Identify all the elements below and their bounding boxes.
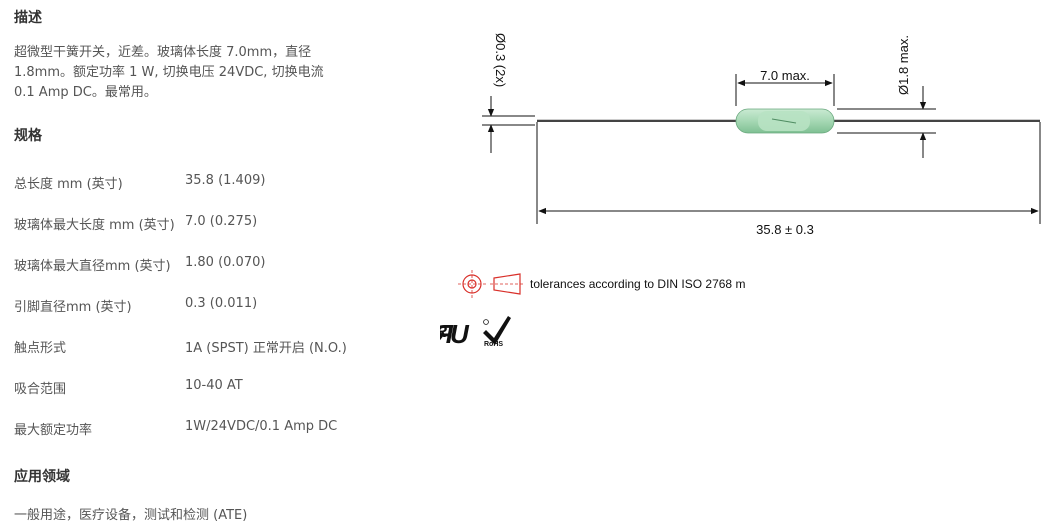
spec-label: 引脚直径mm (英寸) — [14, 300, 132, 315]
spec-row: 玻璃体最大长度 mm (英寸) 7.0 (0.275) — [14, 214, 434, 234]
glass-diameter-label: Ø1.8 max. — [896, 35, 911, 95]
spec-row: 触点形式 1A (SPST) 正常开启 (N.O.) — [14, 337, 434, 357]
specs-heading: 规格 — [14, 128, 42, 144]
description-line-2: 1.8mm。额定功率 1 W, 切换电压 24VDC, 切换电流 — [14, 65, 324, 80]
spec-row: 吸合范围 10-40 AT — [14, 378, 434, 398]
spec-value: 10-40 AT — [185, 378, 243, 393]
spec-row: 引脚直径mm (英寸) 0.3 (0.011) — [14, 296, 434, 316]
lead-diameter-label: Ø0.3 (2x) — [493, 33, 508, 87]
glass-length-label: 7.0 max. — [760, 68, 810, 83]
spec-value: 7.0 (0.275) — [185, 214, 258, 229]
reed-switch-drawing: Ø0.3 (2x) 7.0 max. Ø1.8 max. 35.8 ± 0.3 … — [440, 33, 1041, 349]
rohs-label: RoHS — [484, 341, 503, 348]
spec-value: 0.3 (0.011) — [185, 296, 258, 311]
projection-symbol-icon — [458, 270, 524, 298]
spec-label: 玻璃体最大长度 mm (英寸) — [14, 218, 175, 233]
spec-label: 吸合范围 — [14, 382, 67, 397]
svg-text:ᴿ: ᴿ — [440, 322, 447, 349]
spec-label: 触点形式 — [14, 341, 67, 356]
applications-text: 一般用途，医疗设备，测试和检测 (ATE) — [14, 508, 248, 523]
svg-text:ЯU: ЯU — [440, 319, 470, 349]
spec-value: 1A (SPST) 正常开启 (N.O.) — [185, 341, 347, 356]
overall-length-label: 35.8 ± 0.3 — [756, 222, 814, 237]
spec-row: 最大额定功率 1W/24VDC/0.1 Amp DC — [14, 419, 434, 439]
description-line-1: 超微型干簧开关，近差。玻璃体长度 7.0mm，直径 — [14, 45, 312, 60]
spec-label: 总长度 mm (英寸) — [14, 177, 123, 192]
spec-label: 最大额定功率 — [14, 423, 93, 438]
description-text: 超微型干簧开关，近差。玻璃体长度 7.0mm，直径 1.8mm。额定功率 1 W… — [14, 43, 344, 103]
spec-row: 玻璃体最大直径mm (英寸) 1.80 (0.070) — [14, 255, 434, 275]
spec-value: 1.80 (0.070) — [185, 255, 266, 270]
spec-value: 35.8 (1.409) — [185, 173, 266, 188]
rohs-check-icon: RoHS — [483, 316, 511, 348]
description-line-3: 0.1 Amp DC。最常用。 — [14, 85, 157, 100]
spec-row: 总长度 mm (英寸) 35.8 (1.409) — [14, 173, 434, 193]
spec-label: 玻璃体最大直径mm (英寸) — [14, 259, 171, 274]
applications-heading: 应用领域 — [14, 469, 70, 485]
description-heading: 描述 — [14, 10, 42, 26]
ul-logo-icon: ᴿ ЯU — [440, 319, 489, 349]
tolerance-note: tolerances according to DIN ISO 2768 m — [530, 277, 745, 291]
spec-value: 1W/24VDC/0.1 Amp DC — [185, 419, 338, 434]
